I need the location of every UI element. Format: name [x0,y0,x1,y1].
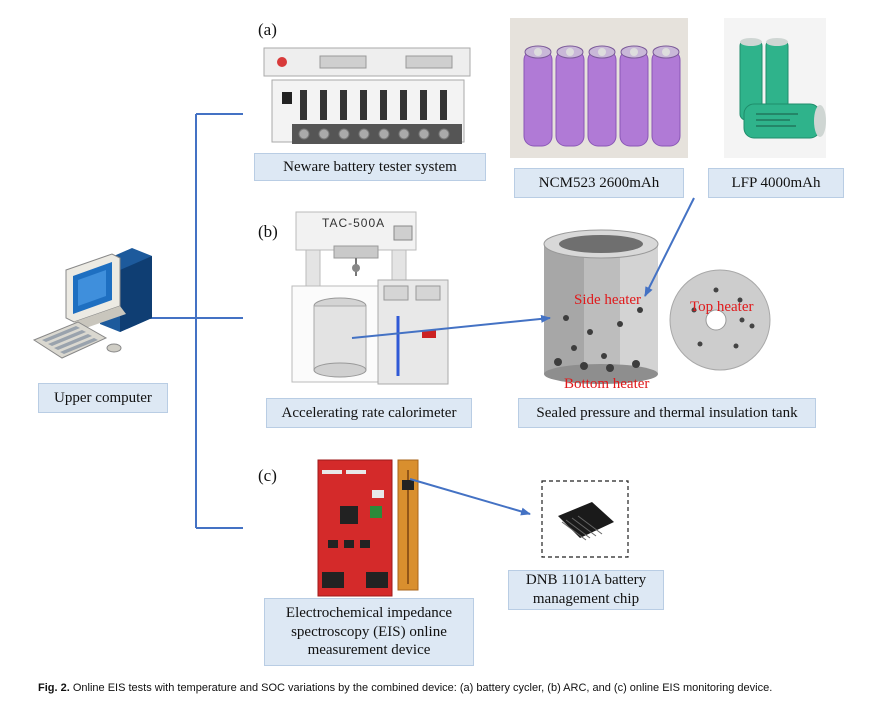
ncm523-label: NCM523 2600mAh [514,168,684,198]
eis-device-label: Electrochemical impedance spectroscopy (… [264,598,474,666]
neware-tester-image [263,47,471,144]
computer-icon [32,248,152,359]
arrows [351,197,695,516]
top-heater-label: Top heater [690,299,754,315]
connector-lines [150,113,243,529]
tank-label: Sealed pressure and thermal insulation t… [518,398,816,428]
tac-model-text: TAC-500A [322,216,386,230]
panel-label-b: (b) [258,222,278,241]
panel-label-c: (c) [258,466,277,485]
ncm523-cells-image [510,18,688,158]
upper-computer-label: Upper computer [38,383,168,413]
tank-lid-image [669,269,771,371]
eis-device-image [317,459,419,597]
neware-label: Neware battery tester system [254,153,486,181]
panel-label-a: (a) [258,20,277,39]
dnb-chip-label: DNB 1101A battery management chip [508,570,664,610]
lfp-cells-image [724,18,826,158]
caption-prefix: Fig. 2. [38,682,70,694]
lfp-label: LFP 4000mAh [708,168,844,198]
tank-cylinder-image [543,229,659,384]
bottom-heater-label: Bottom heater [564,376,650,392]
figure-caption: Fig. 2. Online EIS tests with temperatur… [38,682,868,694]
side-heater-label: Side heater [574,292,642,308]
caption-text: Online EIS tests with temperature and SO… [72,682,773,694]
dnb-chip-image [541,480,629,558]
arrow-eis-to-chip [409,478,531,516]
arrow-lfp-to-tank [644,197,695,297]
arc-label: Accelerating rate calorimeter [266,398,472,428]
arrow-arc-to-tank [351,314,551,339]
arc-calorimeter-image [291,211,449,385]
